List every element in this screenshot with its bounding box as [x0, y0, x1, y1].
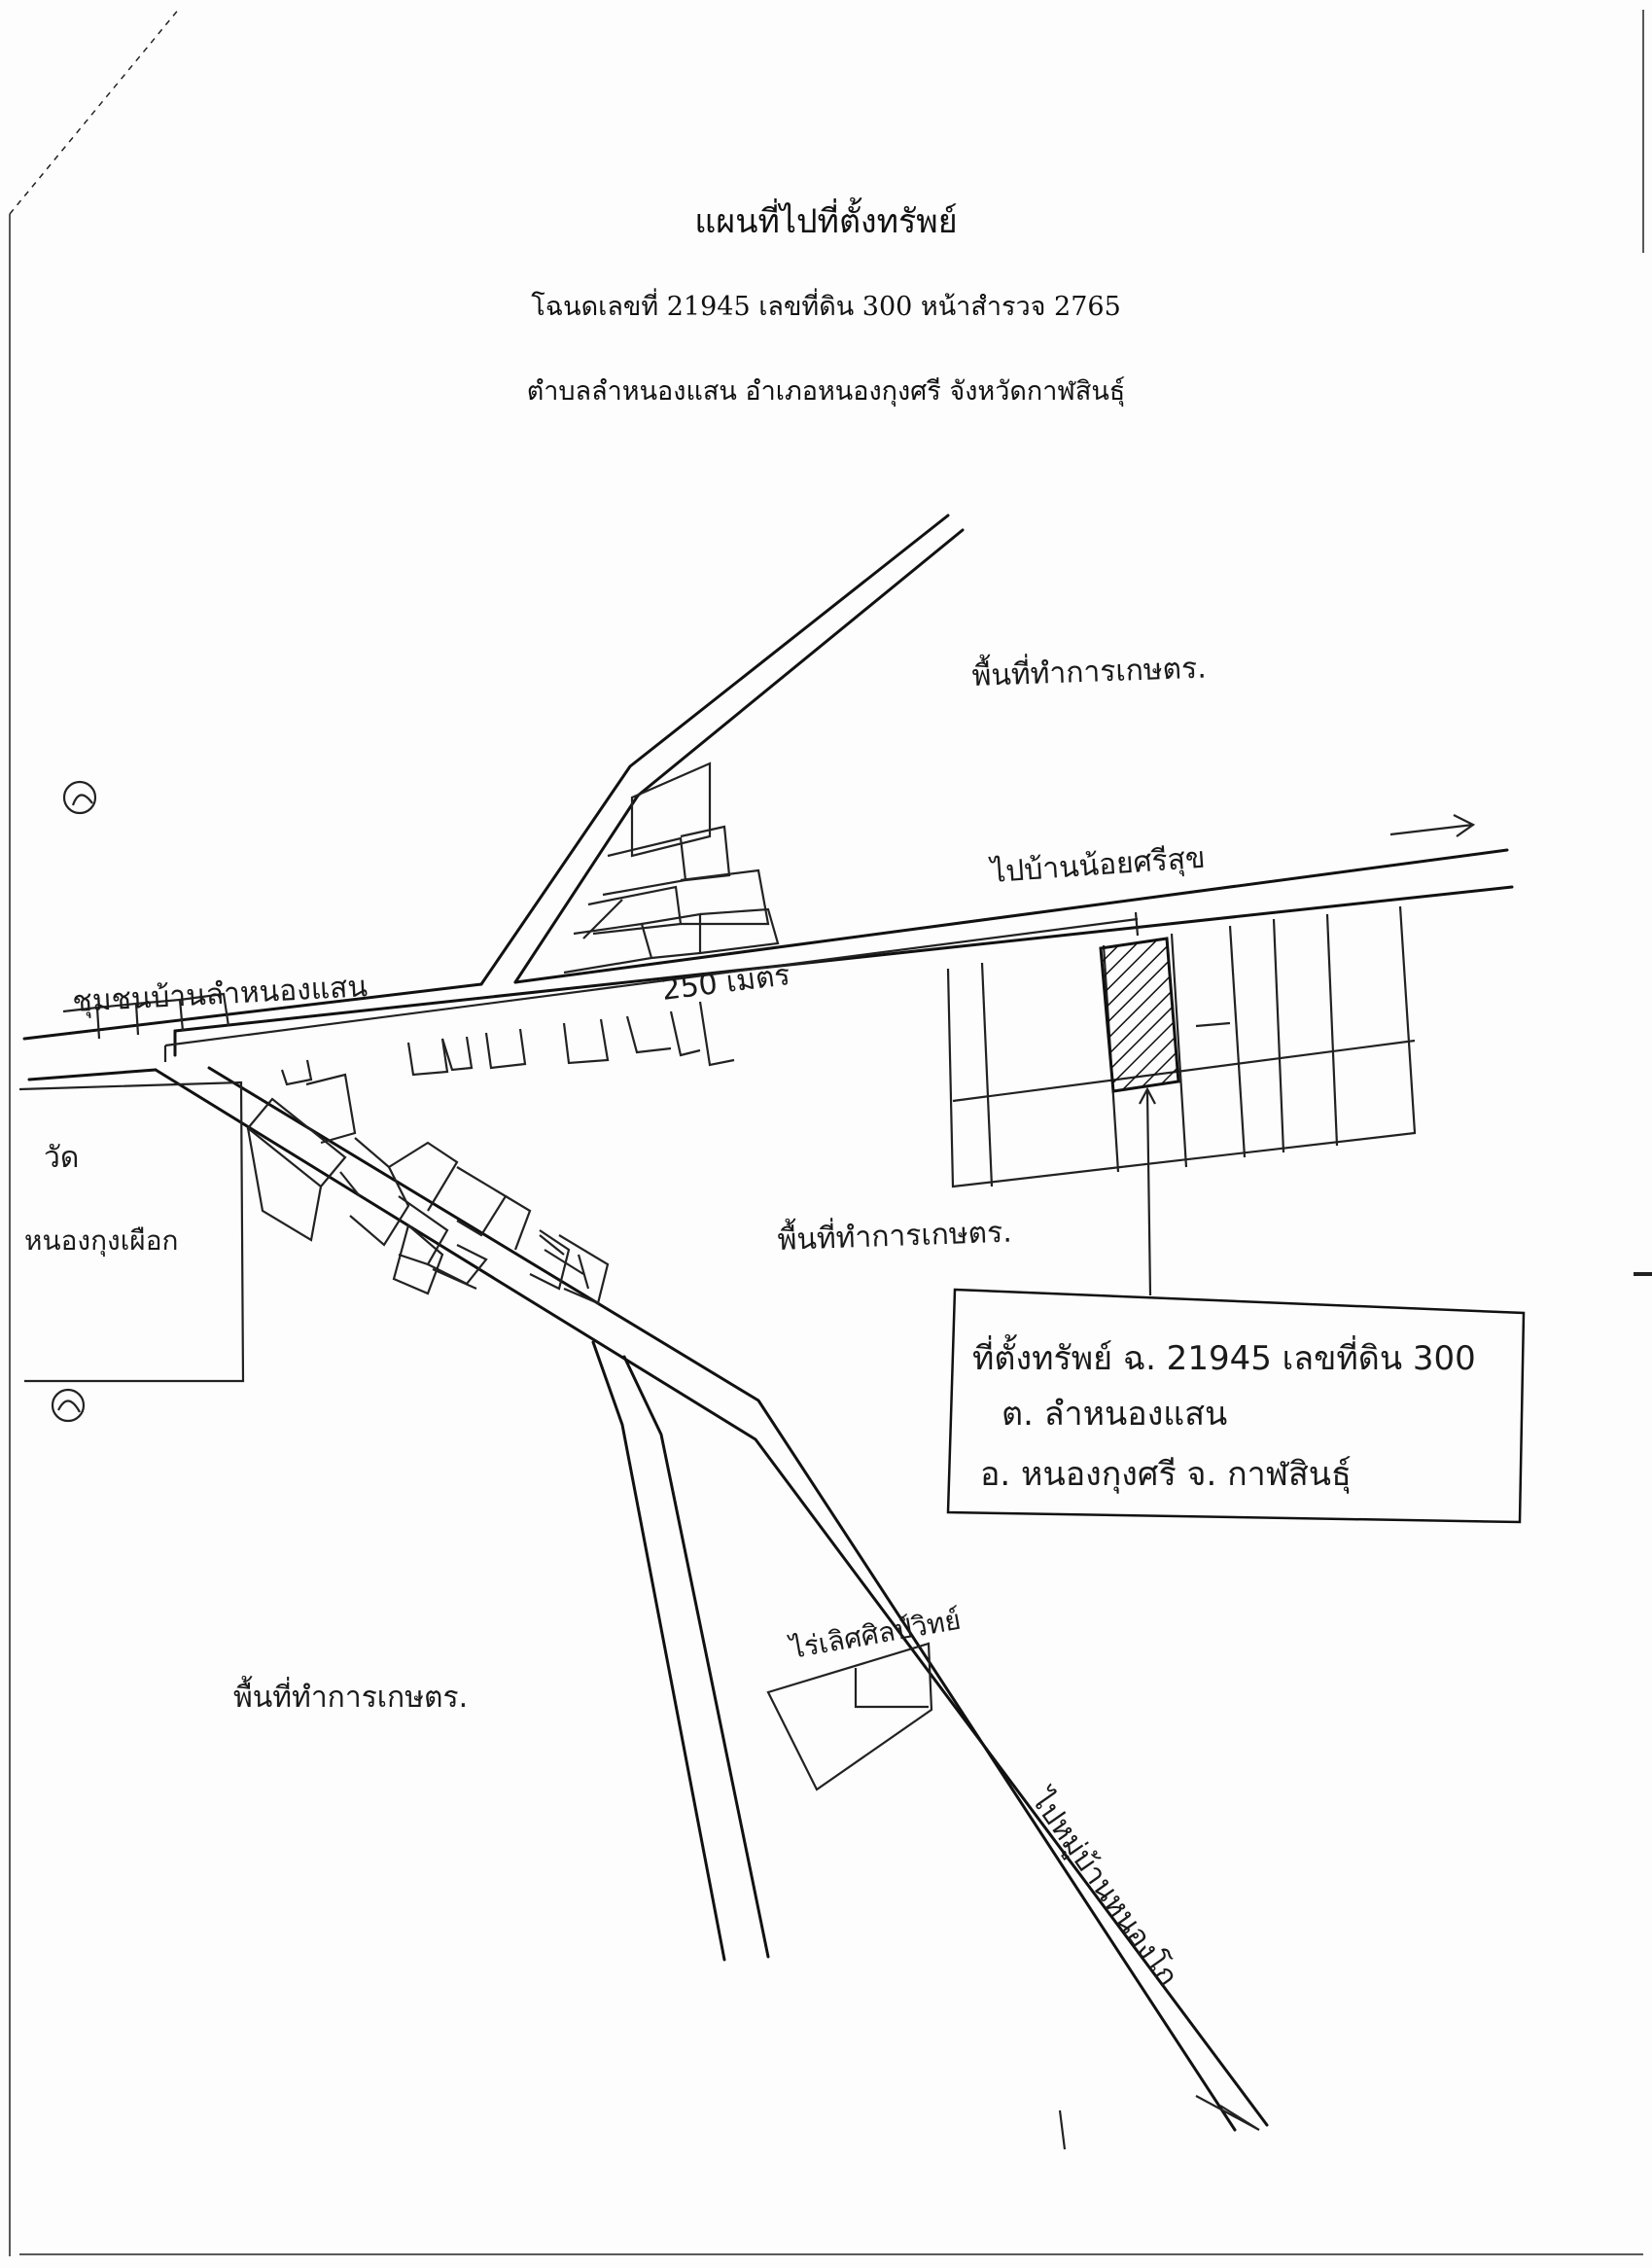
label-farm-ne: พื้นที่ทำการเกษตร. — [971, 647, 1207, 693]
label-plantation: ไร่เลิศศิลป์วิทย์ — [787, 1604, 964, 1666]
houses-south-east-road — [246, 1073, 610, 1305]
label-to-noi-si-suk: ไปบ้านน้อยศรีสุข — [988, 840, 1207, 891]
road-south-east — [154, 1066, 1269, 2132]
direction-arrows — [163, 814, 1476, 2150]
road-north-east — [479, 514, 965, 986]
property-box-line2: ต. ลำหนองแสน — [1002, 1395, 1227, 1434]
main-road — [22, 848, 1514, 1081]
plantation-building — [766, 1642, 933, 1791]
location-info: ตำบลลำหนองแสน อำเภอหนองกุงศรี จังหวัดกาฬ… — [526, 376, 1126, 407]
property-box-line3: อ. หนองกุงศรี จ. กาฬสินธุ์ — [980, 1455, 1352, 1494]
label-community: ชุมชนบ้านลำหนองแสน — [72, 970, 369, 1020]
page-title: แผนที่ไปที่ตั้งทรัพย์ — [694, 202, 958, 241]
deed-info: โฉนดเลขที่ 21945 เลขที่ดิน 300 หน้าสำรวจ… — [531, 292, 1121, 322]
land-parcels — [946, 905, 1417, 1188]
label-temple-name: หนองกุงเผือก — [24, 1224, 178, 1258]
scan-edge-marks — [9, 7, 1652, 2256]
label-farm-sw: พื้นที่ทำการเกษตร. — [233, 1676, 468, 1715]
label-farm-center: พื้นที่ทำการเกษตร. — [777, 1211, 1012, 1258]
property-box-line1: ที่ตั้งทรัพย์ ฉ. 21945 เลขที่ดิน 300 — [972, 1334, 1476, 1378]
houses-north — [563, 762, 780, 975]
distance-arrow — [164, 917, 1139, 1047]
label-distance: 250 เมตร — [660, 958, 792, 1008]
symbol-marks — [51, 780, 97, 1423]
subject-property-parcel — [1099, 937, 1180, 1093]
label-to-nong-ko: ไปหมู่บ้านหนองโก — [1023, 1782, 1185, 1993]
property-pointer-line — [1145, 1090, 1152, 1296]
temple-compound — [18, 1081, 245, 1383]
houses-south-road — [280, 1001, 735, 1086]
houses-west — [62, 992, 230, 1040]
property-info-box: ที่ตั้งทรัพย์ ฉ. 21945 เลขที่ดิน 300 ต. … — [946, 1288, 1526, 1524]
label-temple-wat: วัด — [44, 1141, 79, 1175]
